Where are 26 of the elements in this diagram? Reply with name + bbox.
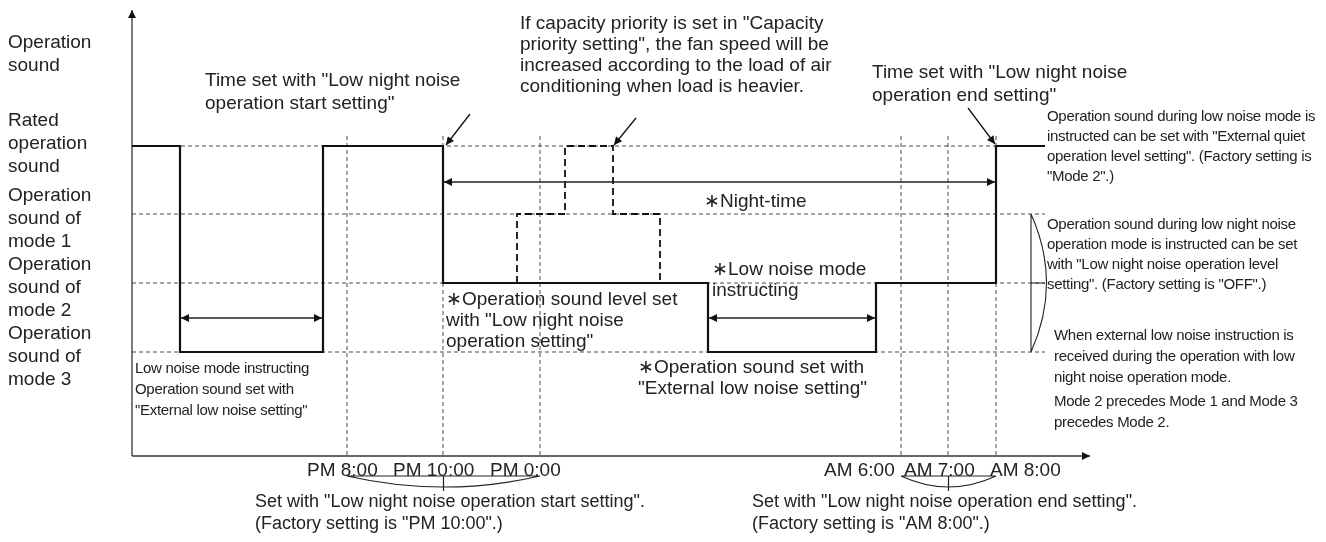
tick-label: PM 0:00 [490,458,561,481]
note-text: Operation sound during low night noise operation mode is instructed can be set with "Low night noise operation level setting". (Factory setting is "OFF".) [1047,214,1299,294]
annotation-text: ∗Operation sound level set with "Low night noise operation setting" [446,288,679,351]
annotation-text: Low noise mode instructing [135,358,310,378]
tick-label: AM 7:00 [904,458,975,481]
note-text: Operation sound during low noise mode is instructed can be set with "External quiet operation level setting". (Factory setting is "Mode 2".) [1047,106,1317,186]
tick-label: AM 6:00 [824,458,895,481]
setting-note: Set with "Low night noise operation start setting". (Factory setting is "PM 10:00".) [255,490,646,534]
annotation-text: ∗Operation sound set with "External low noise setting" [638,356,868,398]
annotation-text: Operation sound set with "External low noise setting" [135,379,309,420]
note-text: Mode 2 precedes Mode 1 and Mode 3 precedes Mode 2. [1054,391,1299,432]
level-label: Rated operation sound [8,108,89,177]
level-label: Operation sound of mode 1 [8,183,93,252]
note-text: When external low noise instruction is received during the operation with low night noise operation mode. [1054,325,1296,387]
period-label: ∗Low noise mode instructing [712,258,868,300]
setting-note: Set with "Low night noise operation end setting". (Factory setting is "AM 8:00".) [752,490,1139,534]
level-label: Operation sound of mode 2 [8,252,93,321]
tick-label: PM 8:00 [307,458,378,481]
period-label: ∗Night-time [704,189,807,212]
callout-text: Time set with "Low night noise operation start setting" [205,68,462,114]
tick-label: PM 10:00 [393,458,475,481]
tick-label: AM 8:00 [990,458,1061,481]
level-label: Operation sound of mode 3 [8,321,93,390]
axis-label: Operation sound [8,30,93,76]
callout-text: Time set with "Low night noise operation end setting" [872,60,1129,106]
callout-text: If capacity priority is set in "Capacity priority setting", the fan speed will be increased according to the load of air conditioning when load is heavier. [520,12,833,96]
